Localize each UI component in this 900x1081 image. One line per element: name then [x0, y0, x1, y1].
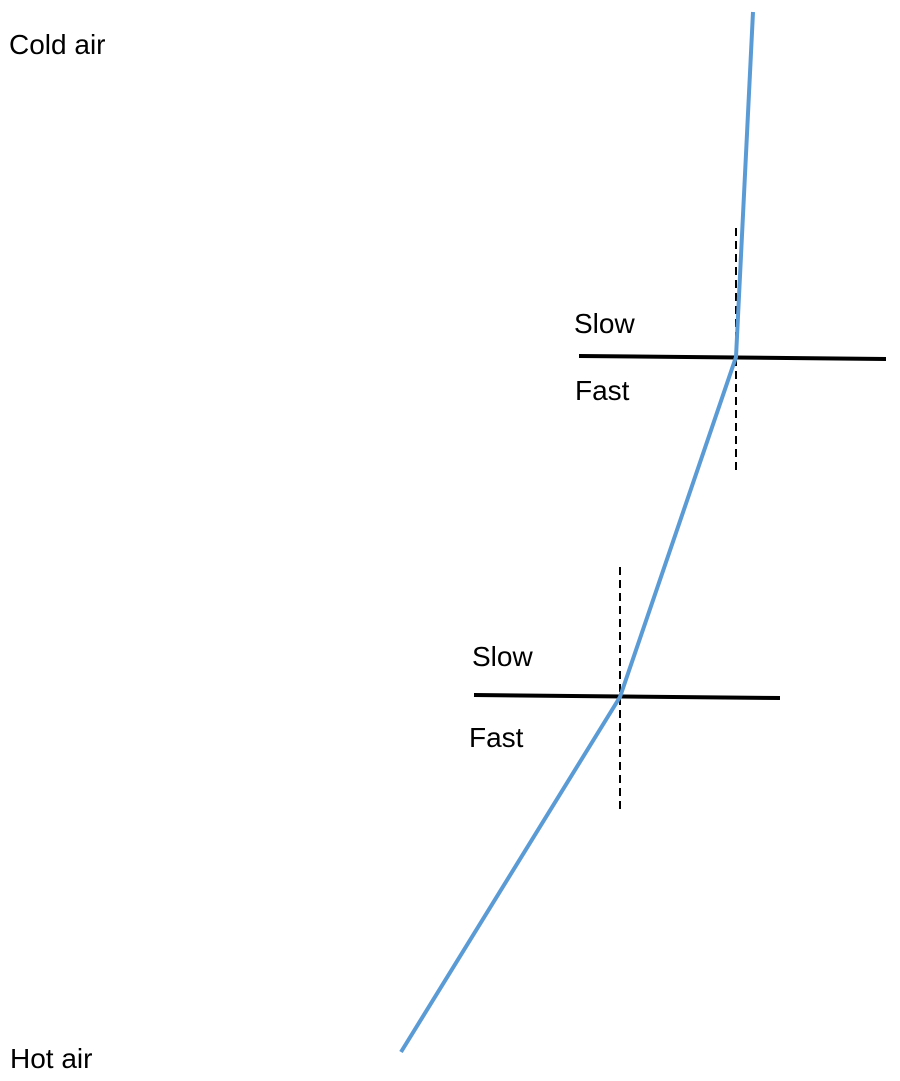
upper-fast-label: Fast — [575, 375, 630, 406]
lower-fast-label: Fast — [469, 722, 524, 753]
cold-air-label: Cold air — [9, 29, 106, 60]
upper-slow-label: Slow — [574, 308, 635, 339]
hot-air-label: Hot air — [10, 1043, 93, 1074]
lower-boundary-line — [473, 693, 781, 700]
upper-boundary-line — [578, 354, 887, 361]
lower-slow-label: Slow — [472, 641, 533, 672]
light-ray — [399, 11, 755, 1054]
